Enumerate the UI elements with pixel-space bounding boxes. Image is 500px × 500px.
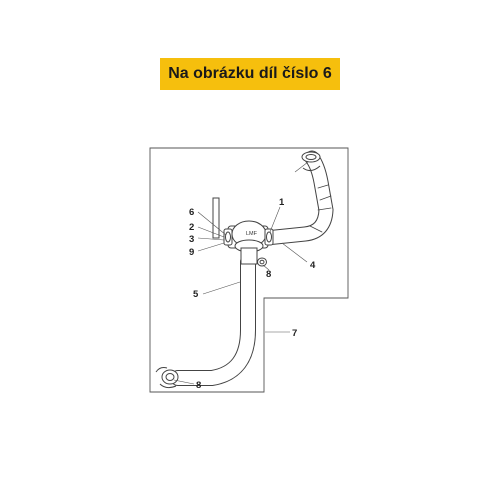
lower-hose	[170, 254, 256, 386]
bottom-clamp	[155, 367, 179, 389]
left-clamp	[223, 228, 233, 246]
callout-6: 6	[189, 207, 194, 218]
t-junction	[227, 220, 269, 265]
bleed-rod	[212, 197, 220, 239]
callout-8-upper: 8	[266, 269, 271, 280]
banner-text: Na obrázku díl číslo 6	[168, 65, 332, 82]
diagram-outline-frame	[149, 147, 349, 393]
callout-4: 4	[310, 260, 316, 271]
callout-8-lower: 8	[196, 380, 201, 391]
upper-hose	[258, 150, 334, 246]
callout-1: 1	[279, 197, 285, 208]
part-number-banner: Na obrázku díl číslo 6	[160, 58, 340, 90]
middle-clamp	[257, 257, 267, 267]
callout-7: 7	[292, 328, 297, 339]
callout-2: 2	[189, 222, 194, 233]
top-fitting	[301, 151, 321, 172]
callout-3: 3	[189, 234, 194, 245]
leader-lines	[173, 161, 309, 385]
callout-9: 9	[189, 247, 194, 258]
hose-label: LMF	[246, 231, 258, 237]
callout-5: 5	[193, 289, 199, 300]
right-clamp	[264, 228, 274, 246]
